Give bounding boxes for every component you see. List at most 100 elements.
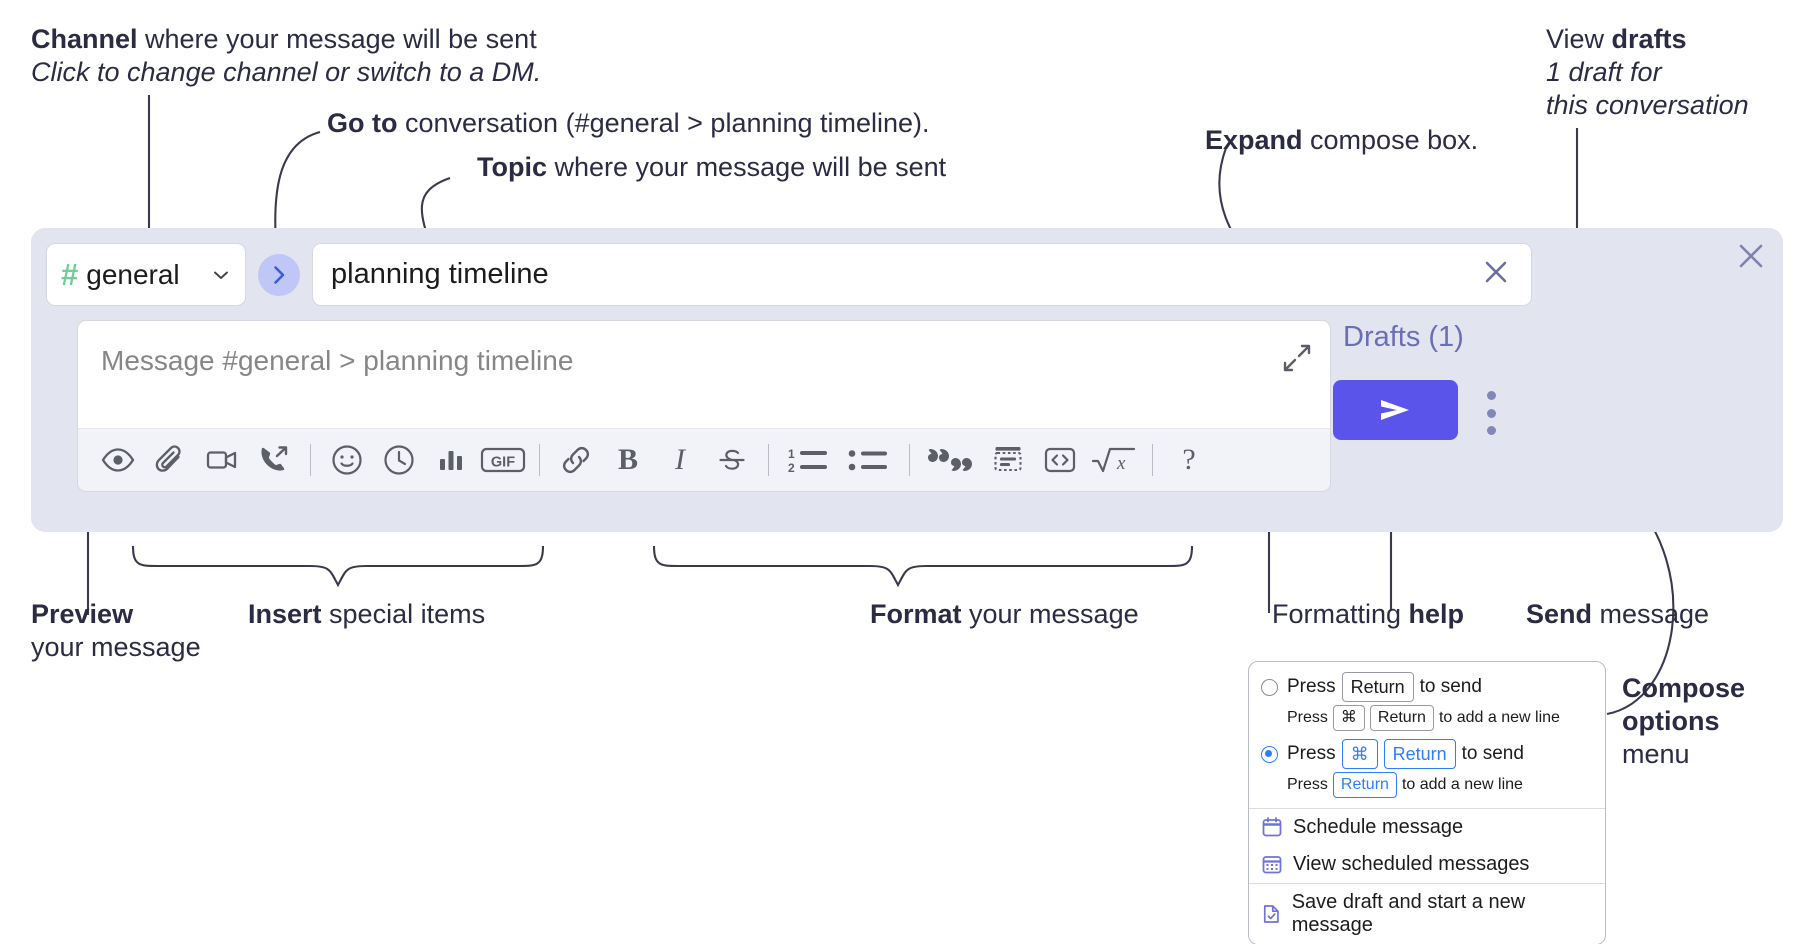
message-placeholder: Message #general > planning timeline: [101, 345, 574, 376]
annotation-help-bold: help: [1408, 599, 1465, 629]
clear-topic-icon[interactable]: [1479, 255, 1513, 294]
bold-icon[interactable]: B: [617, 443, 638, 476]
annotation-insert-rest: special items: [321, 599, 486, 629]
annotation-drafts: View drafts 1 draft for this conversatio…: [1546, 23, 1749, 122]
code-icon[interactable]: [1034, 434, 1086, 486]
annotation-format-bold: Format: [870, 599, 962, 629]
opt1-main-pre: Press: [1287, 676, 1336, 698]
opt2-main-pre: Press: [1287, 743, 1336, 765]
bulleted-list-icon[interactable]: [839, 434, 899, 486]
annotation-preview-bold: Preview: [31, 599, 134, 629]
channel-name-label: general: [86, 258, 180, 290]
annotation-drafts-italic2: this conversation: [1546, 89, 1749, 120]
annotation-channel-rest: where your message will be sent: [137, 24, 537, 54]
annotation-drafts-italic1: 1 draft for: [1546, 56, 1662, 87]
compose-options-button[interactable]: [1481, 391, 1501, 435]
menu-item-view-scheduled[interactable]: View scheduled messages: [1249, 846, 1605, 883]
opt1-sub-pre: Press: [1287, 709, 1328, 727]
annotation-topic-bold: Topic: [477, 152, 547, 182]
message-input-area[interactable]: Message #general > planning timeline: [77, 320, 1331, 492]
annotation-preview-rest: your message: [31, 631, 201, 662]
annotation-preview: Preview your message: [31, 598, 201, 664]
menu-item-label: View scheduled messages: [1293, 852, 1530, 875]
preview-icon[interactable]: [92, 434, 144, 486]
math-icon[interactable]: x: [1086, 434, 1142, 486]
chevron-down-icon: [211, 265, 231, 285]
reminder-icon[interactable]: [373, 434, 425, 486]
annotation-co-bold1: Compose: [1622, 673, 1746, 703]
opt2-sub-post: to add a new line: [1401, 775, 1523, 793]
svg-text:2: 2: [788, 461, 795, 475]
toolbar-separator: [539, 444, 540, 476]
annotation-compose-options: Compose options menu: [1622, 672, 1745, 771]
annotation-expand-rest: compose box.: [1302, 125, 1479, 155]
blockquote-icon[interactable]: [920, 434, 982, 486]
radio-return[interactable]: [1261, 678, 1278, 696]
annotation-channel-italic: Click to change channel or switch to a D…: [31, 56, 542, 87]
formatting-help-icon[interactable]: ?: [1182, 443, 1196, 476]
save-draft-icon: [1263, 904, 1279, 923]
kebab-dot: [1486, 391, 1496, 400]
annotation-goto: Go to conversation (#general > planning …: [327, 107, 930, 140]
poll-icon[interactable]: [425, 434, 477, 486]
svg-text:GIF: GIF: [491, 455, 515, 471]
annotation-help-lead: Formatting: [1272, 599, 1409, 629]
video-icon[interactable]: [196, 434, 248, 486]
annotation-send: Send message: [1526, 598, 1709, 631]
channel-selector[interactable]: # general: [46, 243, 246, 306]
drafts-link[interactable]: Drafts (1): [1343, 321, 1464, 353]
radio-cmd-return[interactable]: [1261, 745, 1278, 763]
send-mode-option-return[interactable]: Press Return to send Press ⌘ Return to a…: [1261, 672, 1593, 731]
toolbar-separator: [768, 444, 769, 476]
toolbar-separator: [310, 444, 311, 476]
opt2-sub-pre: Press: [1287, 775, 1328, 793]
annotation-goto-bold: Go to: [327, 108, 398, 138]
send-mode-option-cmd-return[interactable]: Press ⌘ Return to send Press Return to a…: [1261, 738, 1593, 798]
key-return: Return: [1383, 738, 1456, 770]
svg-text:x: x: [1116, 453, 1126, 474]
calendar-schedule-icon: [1262, 817, 1282, 837]
menu-item-schedule-message[interactable]: Schedule message: [1249, 809, 1605, 846]
menu-item-save-draft[interactable]: Save draft and start a new message: [1249, 884, 1605, 944]
italic-icon[interactable]: I: [675, 443, 685, 476]
annotation-topic: Topic where your message will be sent: [477, 151, 946, 184]
expand-icon[interactable]: [1282, 343, 1312, 378]
huddle-icon[interactable]: [248, 434, 300, 486]
link-icon[interactable]: [550, 434, 602, 486]
opt1-sub-post: to add a new line: [1438, 709, 1560, 727]
annotation-send-bold: Send: [1526, 599, 1593, 629]
annotation-co-rest: menu: [1622, 738, 1690, 769]
gif-icon[interactable]: GIF: [477, 434, 529, 486]
send-mode-section: Press Return to send Press ⌘ Return to a…: [1249, 662, 1605, 808]
compose-header-row: # general planning timeline: [46, 243, 1532, 306]
annotation-format-rest: your message: [961, 599, 1139, 629]
emoji-icon[interactable]: [321, 434, 373, 486]
hash-icon: #: [61, 257, 79, 292]
annotation-drafts-bold: drafts: [1611, 24, 1687, 54]
toolbar-separator: [909, 444, 910, 476]
send-button[interactable]: [1333, 380, 1458, 440]
annotation-channel-bold: Channel: [31, 24, 138, 54]
menu-divider: [1249, 807, 1605, 809]
code-block-icon[interactable]: [982, 434, 1034, 486]
topic-input[interactable]: planning timeline: [312, 243, 1532, 306]
annotation-channel: Channel where your message will be sent …: [31, 23, 541, 89]
key-command: ⌘: [1332, 705, 1365, 731]
goto-conversation-button[interactable]: [258, 253, 300, 296]
strikethrough-icon[interactable]: [706, 434, 758, 486]
annotation-help: Formatting help: [1272, 598, 1464, 631]
attachment-icon[interactable]: [144, 434, 196, 486]
kebab-dot: [1486, 408, 1496, 418]
annotation-expand-bold: Expand: [1205, 125, 1303, 155]
close-icon[interactable]: [1731, 236, 1771, 281]
opt1-main-post: to send: [1419, 676, 1482, 698]
chevron-right-icon: [274, 265, 285, 284]
opt2-main-post: to send: [1461, 743, 1524, 765]
toolbar-separator: [1152, 444, 1153, 476]
annotation-topic-rest: where your message will be sent: [547, 152, 947, 182]
annotation-goto-rest: conversation (#general > planning timeli…: [397, 108, 930, 138]
svg-text:1: 1: [788, 447, 795, 461]
